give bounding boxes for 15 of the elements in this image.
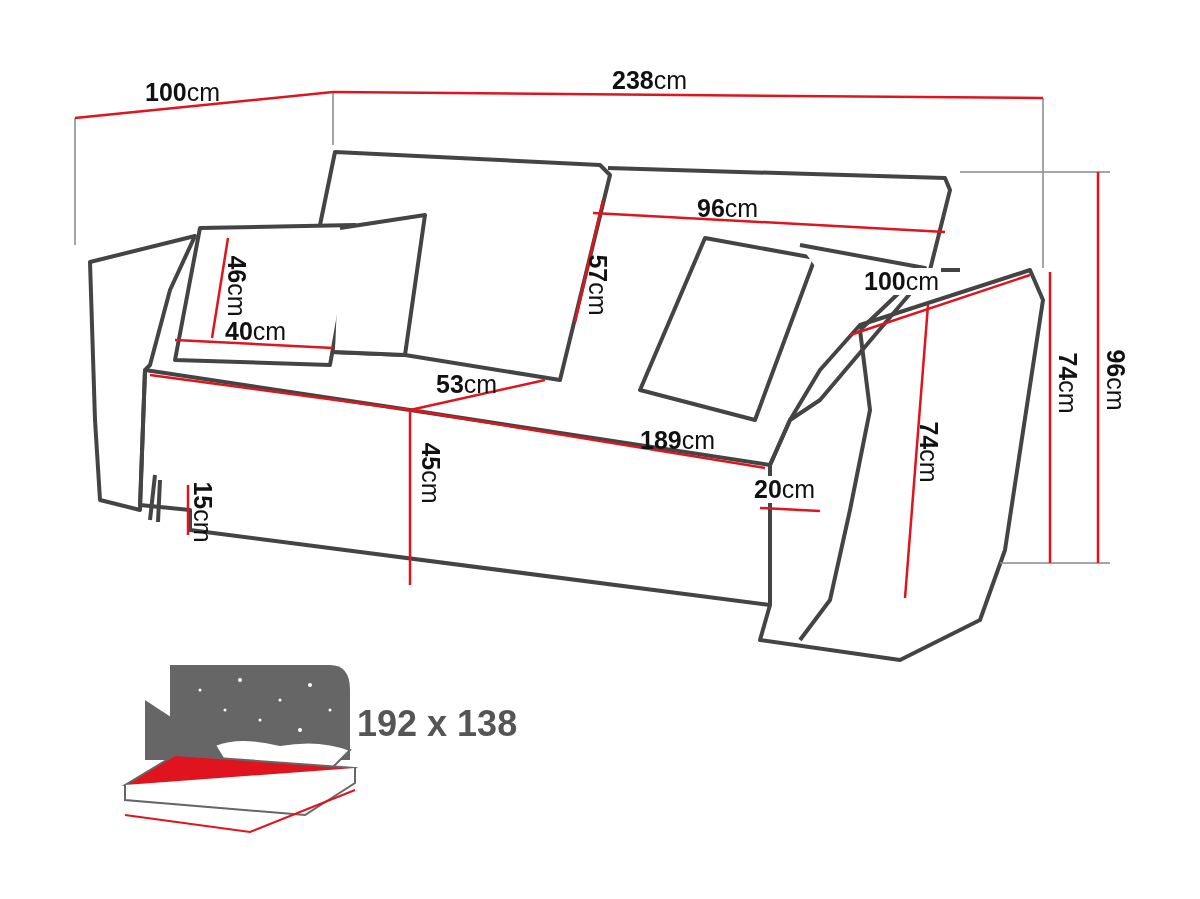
dimension-label: 100cm (145, 80, 221, 105)
dimension-label: 15cm (189, 481, 215, 543)
dimension-label: 53cm (436, 372, 498, 397)
dimension-label: 238cm (612, 68, 688, 93)
dimension-label: 74cm (1054, 352, 1080, 414)
dimension-label: 96cm (697, 196, 759, 221)
dimension-label: 189cm (640, 428, 716, 453)
dimension-label: 96cm (1102, 349, 1128, 411)
bed-size-label: 192 x 138 (357, 706, 518, 742)
dimension-label: 46cm (223, 255, 249, 317)
dimension-label: 74cm (915, 421, 941, 483)
dimension-label: 57cm (584, 254, 610, 316)
dimension-label: 100cm (862, 268, 942, 295)
dimension-label: 45cm (417, 442, 443, 504)
dimension-label: 40cm (225, 319, 287, 344)
